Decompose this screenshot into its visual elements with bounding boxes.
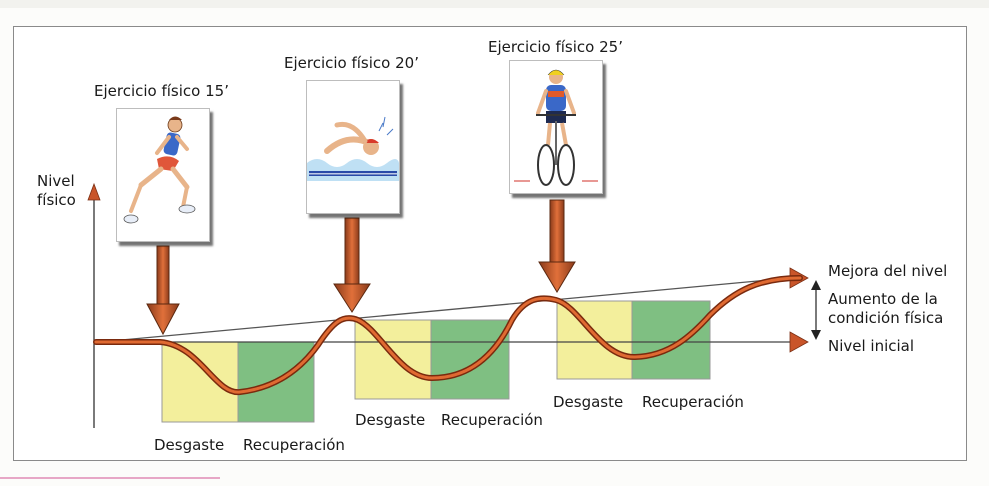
cyclist-card [509,60,603,194]
impact-arrow-2 [333,217,371,313]
y-axis-arrowhead [87,182,101,201]
aumento-arrow-down [811,330,821,340]
exercise-label-2: Ejercicio físico 20’ [284,54,419,72]
performance-curve-highlight [94,276,802,394]
y-axis-label-line2: físico [37,191,76,209]
runner-icon [123,116,196,224]
desgaste-label-1: Desgaste [154,436,225,454]
aumento-label-line1: Aumento de la [828,290,938,308]
impact-arrow-3 [538,199,576,293]
desgaste-box-1 [161,341,239,423]
mejora-label: Mejora del nivel [828,262,948,280]
recuperacion-box-3 [631,300,711,380]
recuperacion-label-3: Recuperación [642,393,744,411]
recuperacion-box-2 [430,319,510,400]
desgaste-label-3: Desgaste [553,393,624,411]
recuperacion-label-1: Recuperación [243,436,345,454]
desgaste-label-2: Desgaste [355,411,426,429]
cyclist-icon [514,69,598,186]
recuperacion-label-2: Recuperación [441,411,543,429]
baseline-arrowhead [789,331,809,353]
trend-line [99,277,791,343]
desgaste-box-2 [354,319,432,400]
aumento-label-line2: condición física [828,309,944,327]
exercise-label-3: Ejercicio físico 25’ [488,38,623,56]
top-strip [0,0,989,8]
swimmer-icon [307,116,399,181]
exercise-label-1: Ejercicio físico 15’ [94,82,229,100]
desgaste-box-3 [556,300,633,380]
bottom-rule [0,477,220,479]
swimmer-card [306,80,400,214]
nivel-inicial-label: Nivel inicial [828,337,915,355]
aumento-arrow-up [811,280,821,290]
impact-arrow-1 [146,245,180,336]
runner-card [116,108,210,242]
y-axis-label-line1: Nivel [37,172,75,190]
